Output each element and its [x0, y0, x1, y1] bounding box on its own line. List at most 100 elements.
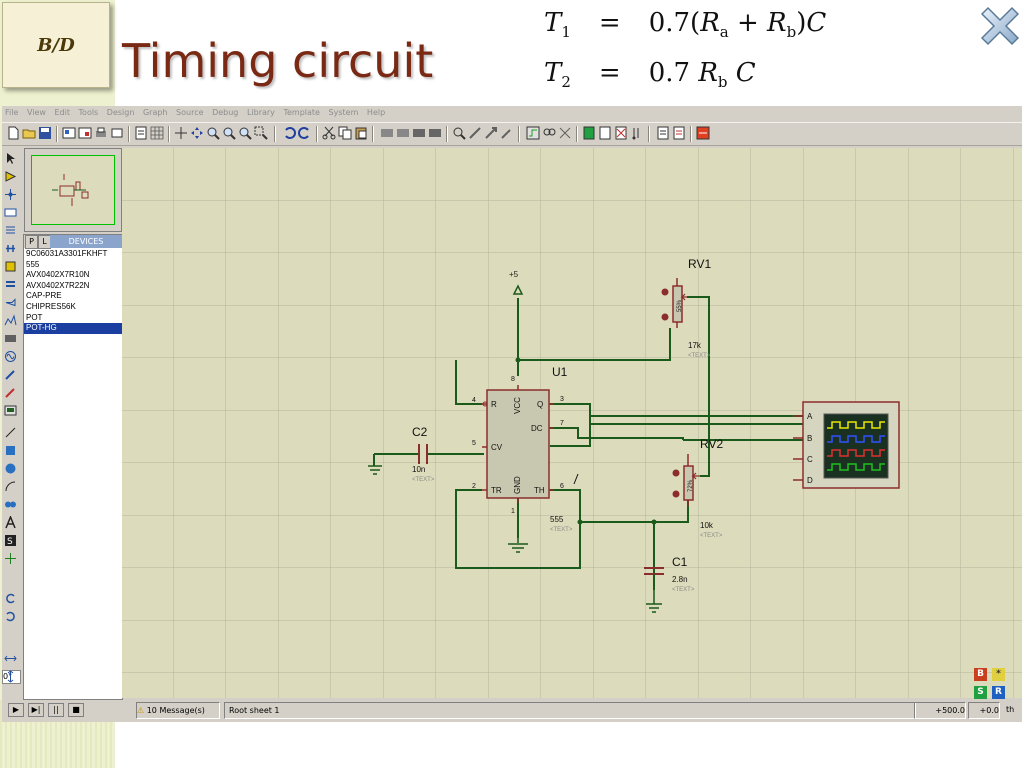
mirror-y-icon[interactable]: [4, 670, 17, 683]
netlist-icon[interactable]: [672, 126, 686, 140]
remove-sheet-icon[interactable]: [598, 126, 612, 140]
undo-icon[interactable]: [282, 126, 296, 140]
text-script-icon[interactable]: [4, 224, 17, 237]
corner-button-s[interactable]: S: [974, 686, 987, 699]
block-rotate-icon[interactable]: [412, 126, 426, 140]
device-pins-icon[interactable]: [4, 296, 17, 309]
box-tool-icon[interactable]: [4, 444, 17, 457]
rotate-clockwise-icon[interactable]: [4, 592, 17, 605]
pause-button[interactable]: ||: [48, 703, 64, 717]
electrical-check-icon[interactable]: [656, 126, 670, 140]
path-tool-icon[interactable]: [4, 498, 17, 511]
rotation-angle-field[interactable]: 0°: [2, 670, 21, 684]
device-list-item[interactable]: 9C06031A3301FKHFT: [26, 249, 108, 258]
voltage-probe-icon[interactable]: [4, 368, 17, 381]
u1-555-timer[interactable]: R CV TR Q DC TH VCC GND 8 4 3 7 5 2 1: [472, 365, 579, 533]
zoom-all-icon[interactable]: [238, 126, 252, 140]
menu-debug[interactable]: Debug: [212, 108, 239, 117]
decompose-icon[interactable]: [500, 126, 514, 140]
pan-icon[interactable]: [190, 126, 204, 140]
line-tool-icon[interactable]: [4, 426, 17, 439]
rv1-potentiometer[interactable]: 55% RV1 17k <TEXT>: [661, 257, 712, 359]
menu-design[interactable]: Design: [106, 108, 135, 117]
subcircuit-icon[interactable]: [4, 260, 17, 273]
zoom-out-icon[interactable]: [222, 126, 236, 140]
circle-tool-icon[interactable]: [4, 462, 17, 475]
marker-tool-icon[interactable]: [4, 552, 17, 565]
open-folder-icon[interactable]: [22, 126, 36, 140]
menu-library[interactable]: Library: [246, 108, 275, 117]
bill-of-materials-icon[interactable]: [630, 126, 644, 140]
menu-source[interactable]: Source: [176, 108, 204, 117]
print-icon[interactable]: [94, 126, 108, 140]
import-icon[interactable]: [62, 126, 76, 140]
library-manager-button[interactable]: L: [38, 235, 51, 249]
component-mode-icon[interactable]: [4, 170, 17, 183]
package-tool-icon[interactable]: [484, 126, 498, 140]
device-list-item[interactable]: POT: [26, 312, 43, 322]
step-button[interactable]: ▶|: [28, 703, 44, 717]
copy-icon[interactable]: [338, 126, 352, 140]
block-delete-icon[interactable]: [428, 126, 442, 140]
tape-recorder-icon[interactable]: [4, 332, 17, 345]
c2-capacitor[interactable]: C2 10n <TEXT>: [368, 425, 435, 483]
rotate-anticlockwise-icon[interactable]: [4, 610, 17, 623]
supply-terminal[interactable]: +5: [509, 270, 524, 295]
paste-icon[interactable]: [354, 126, 368, 140]
print-area-icon[interactable]: [110, 126, 124, 140]
exit-to-parent-icon[interactable]: [614, 126, 628, 140]
device-list-item-selected[interactable]: POT-HG: [24, 323, 122, 334]
play-button[interactable]: ▶: [8, 703, 24, 717]
symbol-tool-icon[interactable]: S: [4, 534, 17, 547]
save-icon[interactable]: [38, 126, 52, 140]
menu-system[interactable]: System: [328, 108, 359, 117]
close-x-icon[interactable]: [980, 6, 1020, 46]
zoom-in-icon[interactable]: [206, 126, 220, 140]
pick-devices-button[interactable]: P: [25, 235, 38, 249]
export-icon[interactable]: [78, 126, 92, 140]
zoom-area-icon[interactable]: [254, 126, 268, 140]
menu-file[interactable]: File: [5, 108, 19, 117]
block-copy-icon[interactable]: [380, 126, 394, 140]
virtual-instruments-icon[interactable]: [4, 404, 17, 417]
menu-graph[interactable]: Graph: [142, 108, 168, 117]
corner-button-r[interactable]: R: [992, 686, 1005, 699]
corner-button-star[interactable]: *: [992, 668, 1005, 681]
property-assign-icon[interactable]: [558, 126, 572, 140]
selection-mode-icon[interactable]: [4, 152, 17, 165]
oscilloscope[interactable]: A B C D: [793, 401, 900, 489]
menu-view[interactable]: View: [26, 108, 46, 117]
current-probe-icon[interactable]: [4, 386, 17, 399]
menu-tools[interactable]: Tools: [78, 108, 99, 117]
make-device-icon[interactable]: [468, 126, 482, 140]
buses-icon[interactable]: [4, 242, 17, 255]
device-list-item[interactable]: 555: [26, 259, 40, 269]
device-list-item[interactable]: AVX0402X7R22N: [26, 280, 90, 290]
menu-help[interactable]: Help: [366, 108, 386, 117]
messages-panel[interactable]: ⚠ 10 Message(s): [136, 702, 220, 719]
rv2-potentiometer[interactable]: 72% RV2 10k <TEXT>: [672, 437, 724, 539]
block-move-icon[interactable]: [396, 126, 410, 140]
graph-mode-icon[interactable]: [4, 314, 17, 327]
junction-dot-icon[interactable]: [4, 188, 17, 201]
cut-icon[interactable]: [322, 126, 336, 140]
new-file-icon[interactable]: [6, 126, 20, 140]
device-list-item[interactable]: CHIPRES56K: [26, 301, 76, 311]
generator-icon[interactable]: [4, 350, 17, 363]
schematic-canvas[interactable]: +5 R CV TR Q DC TH VCC: [122, 148, 1022, 698]
c1-capacitor[interactable]: C1 2.8n <TEXT>: [644, 555, 695, 613]
stop-button[interactable]: ■: [68, 703, 84, 717]
text-tool-icon[interactable]: [4, 516, 17, 529]
menu-edit[interactable]: Edit: [54, 108, 70, 117]
wire-autorouter-icon[interactable]: [526, 126, 540, 140]
redraw-icon[interactable]: [134, 126, 148, 140]
mirror-x-icon[interactable]: [4, 652, 17, 665]
terminals-icon[interactable]: [4, 278, 17, 291]
wire-label-icon[interactable]: [4, 206, 17, 219]
pick-device-icon[interactable]: [452, 126, 466, 140]
arc-tool-icon[interactable]: [4, 480, 17, 493]
menu-template[interactable]: Template: [283, 108, 320, 117]
device-list-item[interactable]: AVX0402X7R10N: [26, 270, 90, 280]
ares-pcb-icon[interactable]: [696, 126, 710, 140]
search-tag-icon[interactable]: [542, 126, 556, 140]
